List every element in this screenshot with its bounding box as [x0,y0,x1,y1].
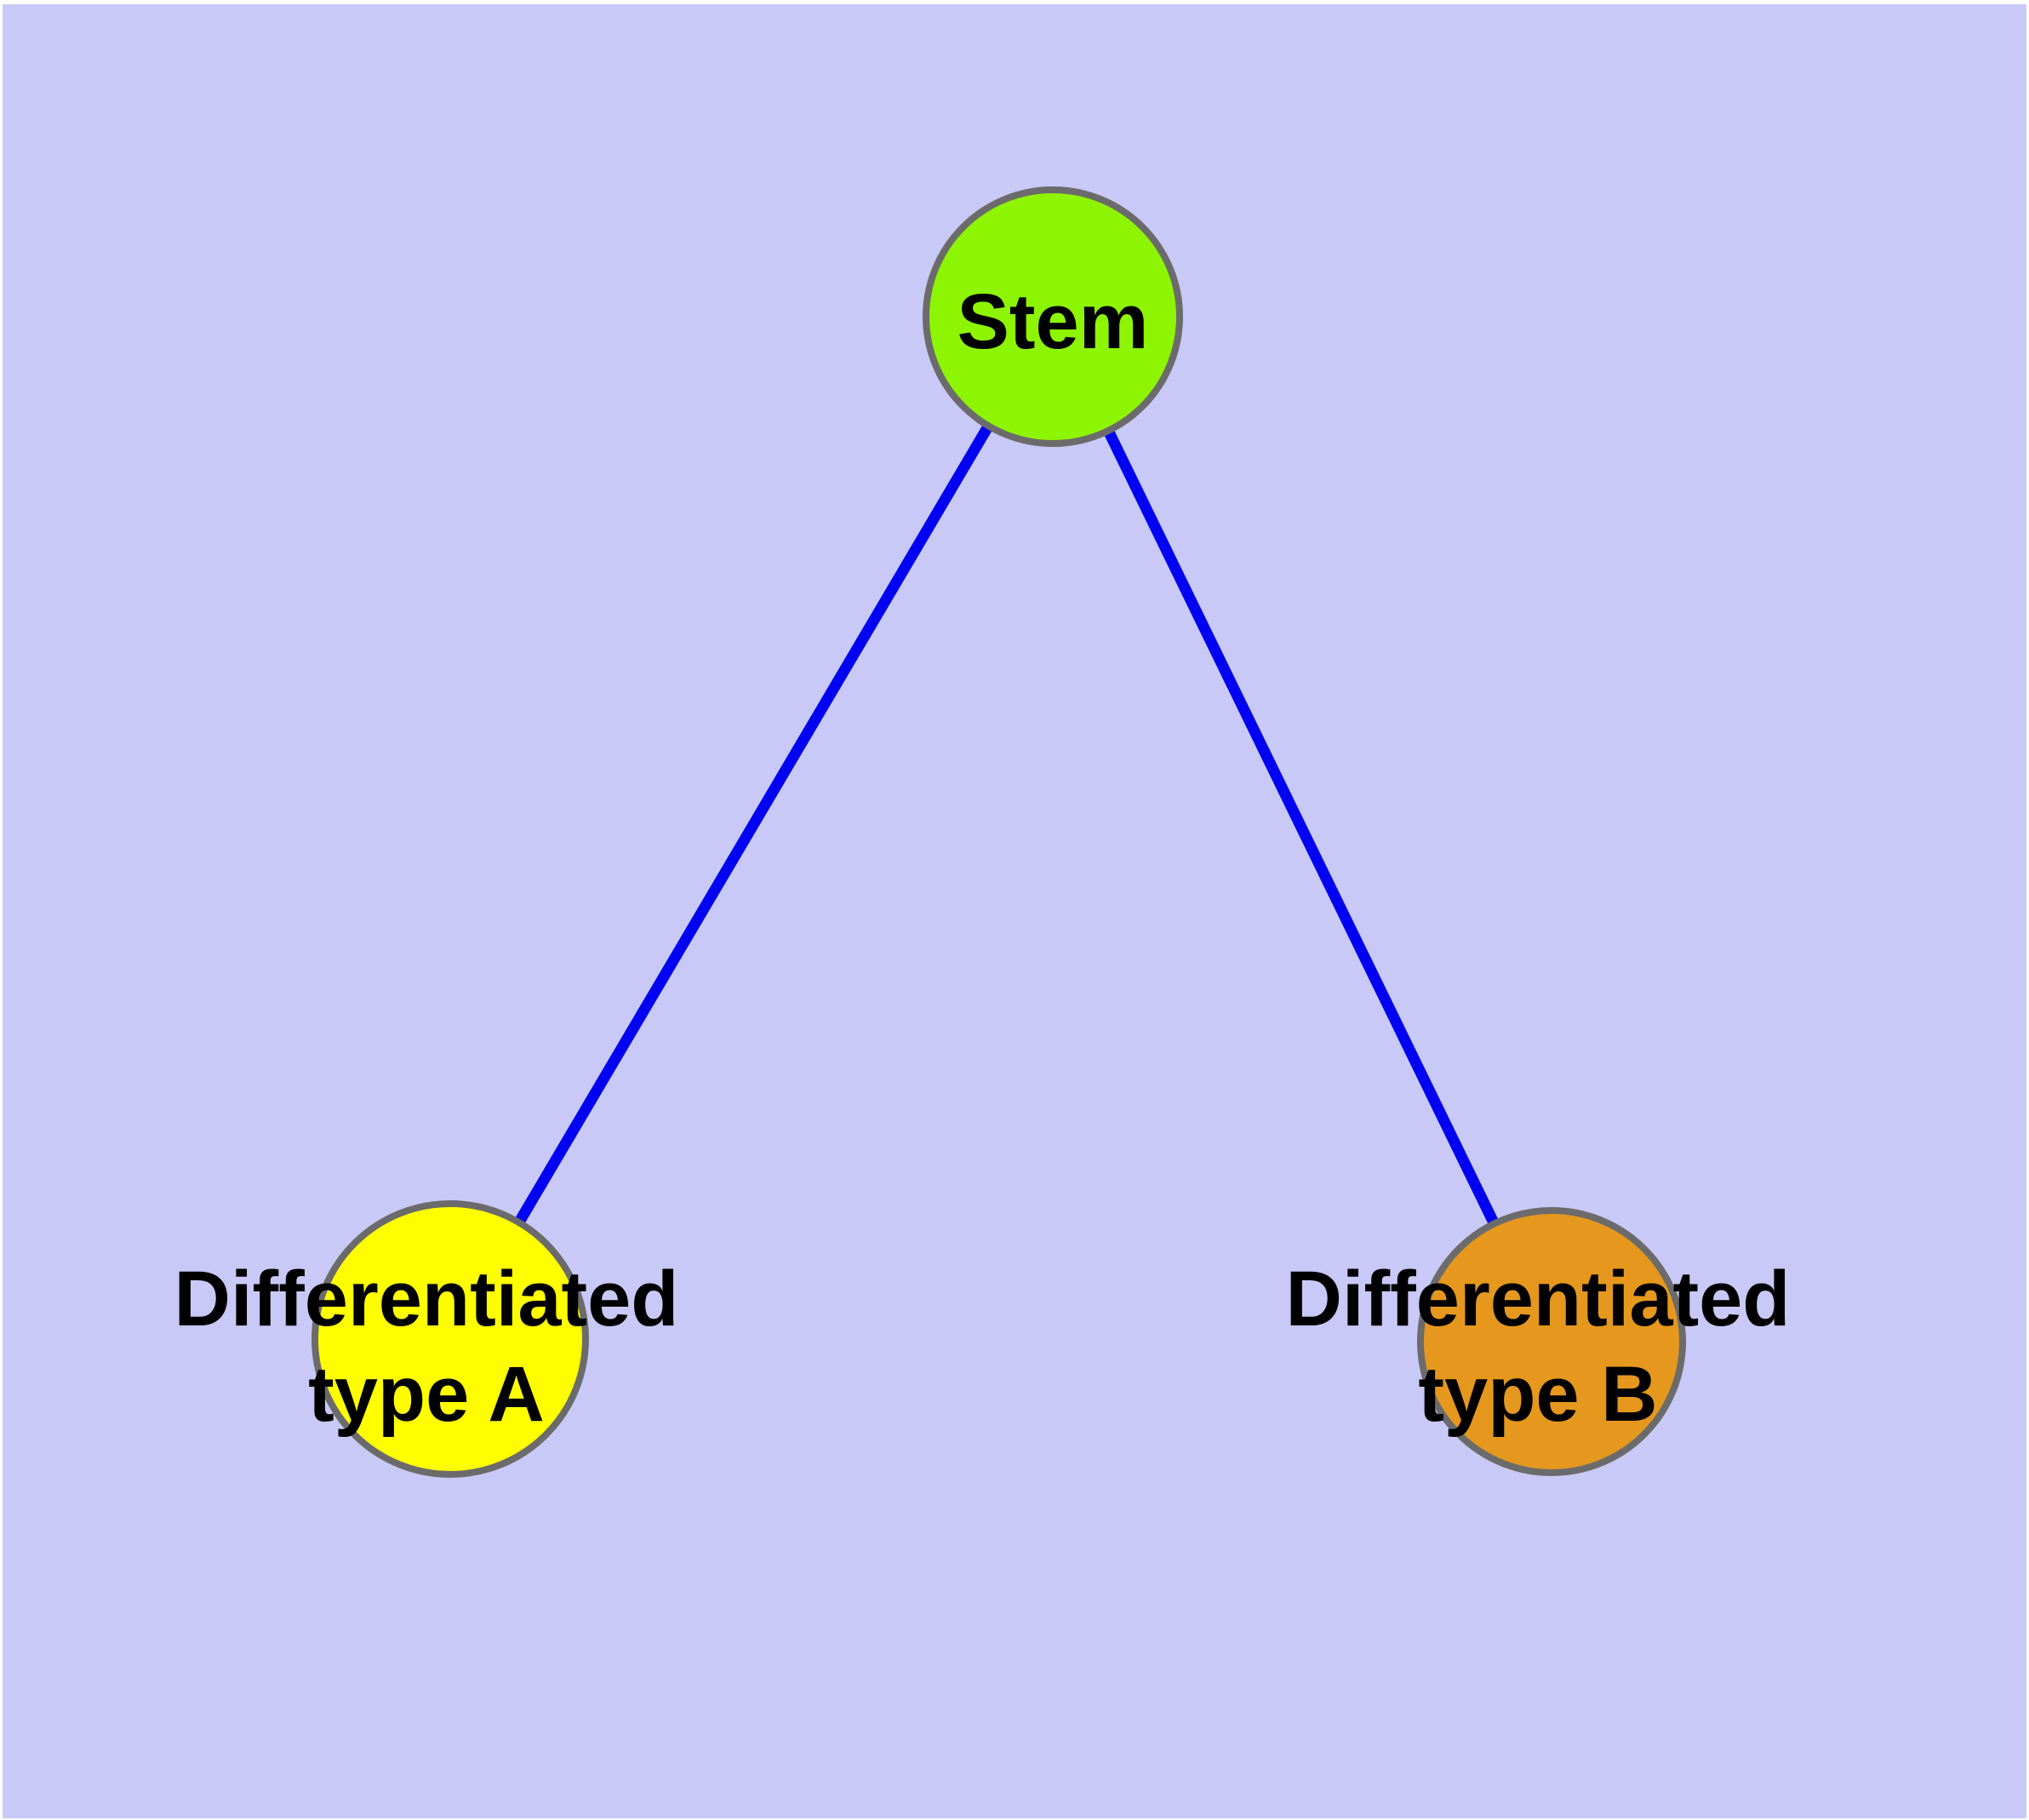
node-label-differentiated-type-b: Differentiated type B [1286,1251,1791,1442]
node-label-stem-text: Stem [957,278,1149,365]
node-label-type-b-line1: Differentiated [1285,1256,1791,1342]
edge-stem-to-type-b [1048,314,1557,1344]
node-label-type-a-line1: Differentiated [174,1256,679,1342]
node-label-differentiated-type-a: Differentiated type A [174,1251,679,1442]
node-differentiated-type-a [311,1200,589,1478]
node-label-stem: Stem [957,274,1149,369]
node-label-type-a-line2: type A [308,1351,545,1438]
edge-stem-to-type-a [445,313,1058,1342]
node-label-type-b-line2: type B [1418,1351,1658,1438]
node-differentiated-type-b [1417,1207,1686,1476]
node-stem [923,186,1183,447]
